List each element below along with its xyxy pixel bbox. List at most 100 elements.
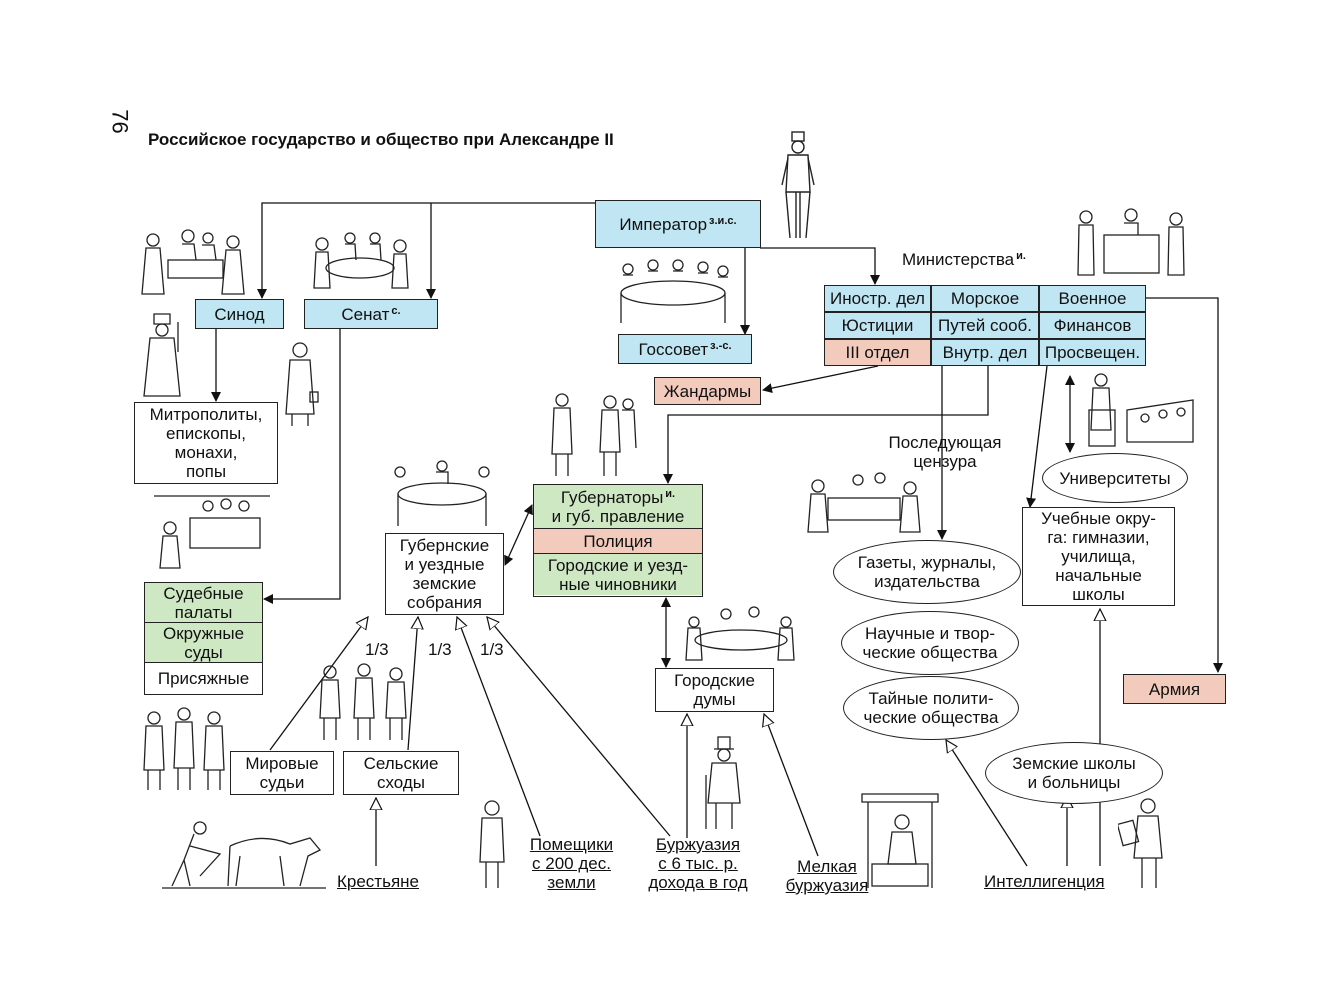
clergy-box: Митрополиты, епископы, монахи, попы bbox=[134, 402, 278, 484]
school-districts-line-4: начальные bbox=[1055, 566, 1142, 585]
peace-judges-box: Мировые судьи bbox=[230, 751, 334, 795]
city-duma-meeting-icon bbox=[676, 600, 806, 664]
school-districts-box: Учебные окру- га: гимназии, училища, нач… bbox=[1022, 507, 1175, 606]
clergy-line-4: попы bbox=[185, 462, 227, 481]
secret-societies-line-2: ческие общества bbox=[863, 708, 999, 727]
merchant-booth-icon bbox=[858, 786, 942, 890]
state-council-meeting-icon bbox=[608, 255, 738, 327]
ministry-railways: Путей сооб. bbox=[931, 312, 1039, 339]
zemstvo-meeting-icon bbox=[380, 458, 504, 530]
clergy-line-1: Митрополиты, bbox=[149, 405, 263, 424]
zemstvo-line-4: собрания bbox=[407, 593, 482, 612]
censorship-label: Последующая цензура bbox=[880, 433, 1010, 471]
school-districts-line-5: школы bbox=[1072, 585, 1125, 604]
emperor-figure-icon bbox=[778, 130, 818, 242]
landowner-figure-icon bbox=[474, 798, 510, 890]
secret-societies-line-1: Тайные полити- bbox=[868, 689, 994, 708]
monk-figure-icon bbox=[282, 340, 322, 428]
officials-box: Городские и уезд-ные чиновники bbox=[534, 554, 702, 595]
landowners-line-3: земли bbox=[547, 873, 596, 892]
police-box: Полиция bbox=[534, 529, 702, 554]
intellectual-figure-icon bbox=[1118, 796, 1174, 890]
ministry-navy: Морское bbox=[931, 285, 1039, 312]
peasants-label: Крестьяне bbox=[337, 872, 420, 891]
press-ellipse: Газеты, журналы, издательства bbox=[833, 540, 1021, 604]
senate-mark: с. bbox=[391, 304, 401, 317]
city-dumas-line-2: думы bbox=[693, 690, 736, 709]
scientific-societies-line-1: Научные и твор- bbox=[864, 624, 996, 643]
city-dumas-line-1: Городские bbox=[674, 671, 755, 690]
censorship-line-1: Последующая bbox=[888, 433, 1002, 452]
page-title: Российское государство и общество при Ал… bbox=[148, 130, 614, 149]
ministry-justice: Юстиции bbox=[824, 312, 931, 339]
synod-label: Синод bbox=[214, 304, 265, 324]
bourgeois-figure-icon bbox=[700, 735, 748, 831]
universities-label: Университеты bbox=[1059, 468, 1171, 488]
senate-label: Сенат bbox=[341, 304, 390, 324]
petty-bourgeoisie-label: Мелкая буржуазия bbox=[777, 857, 877, 895]
ministries-mark: и. bbox=[1016, 250, 1026, 262]
clergy-line-2: епископы, bbox=[166, 424, 246, 443]
city-dumas-box: Городские думы bbox=[655, 668, 774, 712]
zemstvo-schools-line-2: и больницы bbox=[1027, 773, 1121, 792]
governors-line-2: и губ. правление bbox=[551, 506, 685, 526]
zemstvo-assemblies-box: Губернские и уездные земские собрания bbox=[385, 533, 504, 615]
bishop-figure-icon bbox=[140, 312, 186, 398]
universities-ellipse: Университеты bbox=[1042, 453, 1188, 503]
army-label: Армия bbox=[1148, 679, 1201, 699]
village-assemblies-line-2: сходы bbox=[376, 773, 426, 792]
governors-line-1: Губернаторы bbox=[560, 487, 664, 507]
village-assemblies-box: Сельские сходы bbox=[343, 751, 459, 795]
ministry-war: Военное bbox=[1039, 285, 1146, 312]
school-districts-line-2: га: гимназии, bbox=[1047, 528, 1150, 547]
ministries-label-text: Министерства bbox=[902, 250, 1015, 269]
peace-court-icon bbox=[138, 704, 230, 792]
landowners-line-2: с 200 дес. bbox=[532, 854, 611, 873]
peace-judges-line-2: судьи bbox=[259, 773, 305, 792]
emperor-label: Император bbox=[619, 214, 708, 234]
intelligentsia-label: Интеллигенция bbox=[984, 872, 1105, 891]
ministry-education: Просвещен. bbox=[1039, 339, 1146, 366]
secret-societies-ellipse: Тайные полити- ческие общества bbox=[843, 676, 1019, 740]
village-assemblies-line-1: Сельские bbox=[363, 754, 439, 773]
bourgeoisie-line-3: дохода в год bbox=[648, 873, 748, 892]
press-editorial-icon bbox=[798, 458, 930, 536]
petty-bourgeoisie-line-2: буржуазия bbox=[785, 876, 869, 895]
governor-officials-icon bbox=[544, 388, 644, 480]
senate-meeting-icon bbox=[300, 226, 420, 296]
court-chambers: Судебные палаты bbox=[145, 583, 262, 623]
school-districts-line-1: Учебные окру- bbox=[1041, 509, 1156, 528]
university-lecture-icon bbox=[1083, 370, 1197, 450]
ministry-officials-icon bbox=[1066, 205, 1196, 280]
district-courts: Окружные суды bbox=[145, 623, 262, 663]
court-session-icon bbox=[150, 488, 276, 570]
zemstvo-line-3: земские bbox=[412, 574, 477, 593]
gendarmes-label: Жандармы bbox=[663, 381, 752, 401]
landowners-label: Помещики с 200 дес. земли bbox=[520, 835, 623, 892]
jury: Присяжные bbox=[145, 663, 262, 693]
bourgeoisie-label: Буржуазия с 6 тыс. р. дохода в год bbox=[637, 835, 759, 892]
censorship-line-2: цензура bbox=[913, 452, 977, 471]
bourgeoisie-line-2: с 6 тыс. р. bbox=[658, 854, 738, 873]
state-council-label: Госсовет bbox=[638, 339, 709, 359]
ministry-foreign: Иностр. дел bbox=[824, 285, 931, 312]
state-council-mark: з.-с. bbox=[710, 339, 732, 352]
plowing-peasant-icon bbox=[160, 816, 328, 892]
ministry-finance: Финансов bbox=[1039, 312, 1146, 339]
page-number: 76 bbox=[107, 109, 133, 134]
ministry-third-department: III отдел bbox=[824, 339, 931, 366]
bourgeoisie-line-1: Буржуазия bbox=[655, 835, 741, 854]
scientific-societies-ellipse: Научные и твор- ческие общества bbox=[841, 611, 1019, 675]
ministry-interior: Внутр. дел bbox=[931, 339, 1039, 366]
zemstvo-line-1: Губернские bbox=[399, 536, 490, 555]
press-line-2: издательства bbox=[874, 572, 980, 591]
scientific-societies-line-2: ческие общества bbox=[862, 643, 998, 662]
zemstvo-schools-line-1: Земские школы bbox=[1012, 754, 1136, 773]
